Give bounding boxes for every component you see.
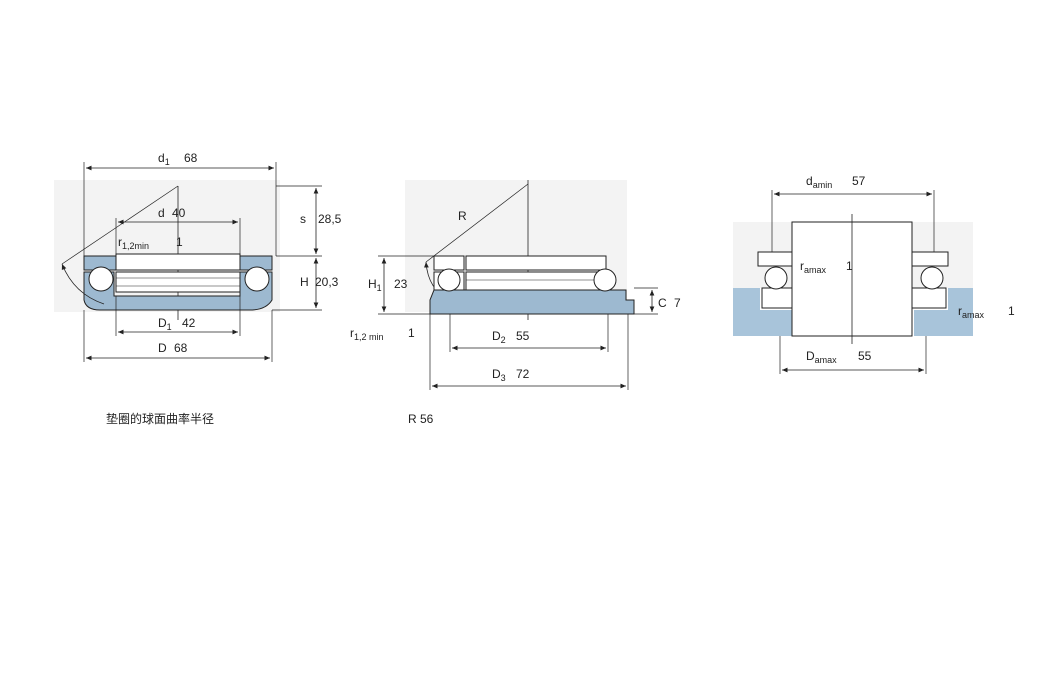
housing-right	[914, 288, 973, 336]
C-value: 7	[674, 296, 681, 310]
H1-symbol: H1	[368, 277, 382, 293]
H-symbol: H	[300, 275, 309, 289]
Damax-symbol: Damax	[806, 349, 837, 365]
cage	[115, 271, 241, 293]
diagram-abutment: damin 57 ramax 1 ramax 1 Damax 55	[733, 174, 1015, 374]
D3-symbol: D3	[492, 367, 506, 383]
diagram-bearing-section: d1 68 d 40 r1,2min 1 s 28,5 H 20,3 D1 42…	[54, 151, 342, 426]
damin-value: 57	[852, 174, 866, 188]
damin-symbol: damin	[806, 174, 832, 190]
C-symbol: C	[658, 296, 667, 310]
housing-left	[733, 288, 792, 336]
D1-value: 42	[182, 316, 196, 330]
D2-symbol: D2	[492, 329, 506, 345]
D-value: 68	[174, 341, 188, 355]
r12min-value: 1	[176, 235, 183, 249]
r12min-value: 1	[408, 326, 415, 340]
shaft-washer	[465, 255, 607, 271]
diagram-seat-washer: R H1 23 r1,2 min 1 C 7 D2 55	[350, 180, 681, 426]
Damax-value: 55	[858, 349, 872, 363]
caption-R: R 56	[408, 412, 434, 426]
s-value: 28,5	[318, 212, 342, 226]
r12min-symbol: r1,2 min	[350, 326, 384, 342]
radius-line	[425, 183, 529, 263]
D-symbol: D	[158, 341, 167, 355]
ball-left	[437, 268, 461, 292]
ramax-outer-value: 1	[1008, 304, 1015, 318]
ball-left	[764, 266, 788, 290]
D3-value: 72	[516, 367, 530, 381]
ball-right	[244, 266, 270, 292]
d1-value: 68	[184, 151, 198, 165]
d-value: 40	[172, 206, 186, 220]
H1-value: 23	[394, 277, 408, 291]
ramax-inner-value: 1	[846, 259, 853, 273]
D1-symbol: D1	[158, 316, 172, 332]
ball-right	[920, 266, 944, 290]
d1-symbol: d1	[158, 151, 170, 167]
sphere-radius-arc	[61, 263, 105, 305]
caption-sphere-radius: 垫圈的球面曲率半径	[106, 411, 214, 426]
H-value: 20,3	[315, 275, 339, 289]
R-symbol: R	[458, 209, 467, 223]
ball-right	[593, 268, 617, 292]
cage	[465, 271, 607, 291]
seat-washer	[429, 289, 635, 315]
d-symbol: d	[158, 206, 165, 220]
s-symbol: s	[300, 212, 306, 226]
ball-left	[88, 266, 114, 292]
D2-value: 55	[516, 329, 530, 343]
shaft-washer	[115, 253, 241, 271]
